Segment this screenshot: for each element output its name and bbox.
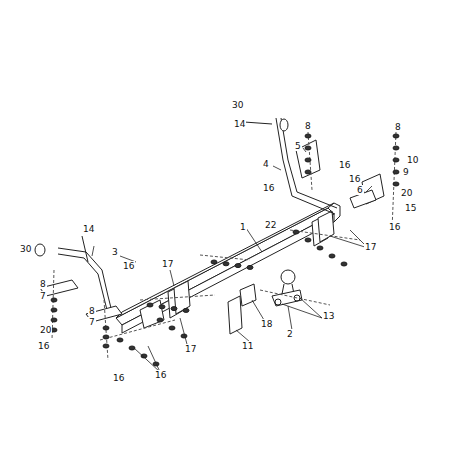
- callout-number: 8: [39, 279, 47, 289]
- bolt-nut: [393, 158, 399, 162]
- callout-number: 17: [364, 242, 377, 252]
- callout-number: 16: [388, 222, 401, 232]
- callout-number: 3: [111, 247, 119, 257]
- callout-number: 18: [260, 319, 273, 329]
- bolt-nut: [51, 298, 57, 302]
- callout-number: 16: [112, 373, 125, 383]
- bolt-set: [51, 134, 399, 366]
- bolt-nut: [103, 326, 109, 330]
- callout-number: 30: [19, 244, 32, 254]
- bolt-nut: [103, 335, 109, 339]
- callout-number: 8: [88, 306, 96, 316]
- bolt-nut: [293, 230, 299, 234]
- callout-number: 30: [231, 100, 244, 110]
- bolt-nut: [147, 303, 153, 307]
- bolt-nut: [171, 307, 177, 311]
- left-arm: [40, 248, 164, 328]
- bolt-nut: [211, 260, 217, 264]
- callout-number: 16: [37, 341, 50, 351]
- bolt-nut: [393, 182, 399, 186]
- bolt-nut: [305, 170, 311, 174]
- callout-number: 8: [304, 121, 312, 131]
- callout-number: 5: [294, 141, 302, 151]
- callout-number: 10: [406, 155, 419, 165]
- callout-number: 9: [402, 167, 410, 177]
- callout-number: 11: [241, 341, 254, 351]
- callout-number: 6: [356, 185, 364, 195]
- bolt-nut: [51, 318, 57, 322]
- bolt-nut: [159, 305, 165, 309]
- cross-beam: [116, 203, 340, 333]
- callout-number: 16: [122, 261, 135, 271]
- callout-number: 20: [400, 188, 413, 198]
- callout-number: 8: [394, 122, 402, 132]
- callout-number: 16: [262, 183, 275, 193]
- bolt-nut: [329, 254, 335, 258]
- callout-number: 1: [239, 222, 247, 232]
- callout-number: 16: [348, 174, 361, 184]
- callout-number: 16: [338, 160, 351, 170]
- bolt-nut: [117, 338, 123, 342]
- bolt-nut: [341, 262, 347, 266]
- callout-number: 2: [286, 329, 294, 339]
- bolt-nut: [305, 134, 311, 138]
- callout-number: 14: [233, 119, 246, 129]
- callout-number: 20: [39, 325, 52, 335]
- callout-number: 17: [184, 344, 197, 354]
- bolt-nut: [157, 318, 163, 322]
- bolt-nut: [181, 334, 187, 338]
- callout-number: 7: [88, 317, 96, 327]
- bolt-nut: [169, 326, 175, 330]
- bolt-nut: [393, 134, 399, 138]
- towball: [272, 270, 302, 306]
- bolt-nut: [235, 264, 241, 268]
- callout-number: 17: [161, 259, 174, 269]
- bolt-nut: [51, 308, 57, 312]
- callout-number: 16: [154, 370, 167, 380]
- bolt-nut: [305, 238, 311, 242]
- callout-number: 15: [404, 203, 417, 213]
- bolt-nut: [103, 344, 109, 348]
- callout-number: 14: [82, 224, 95, 234]
- bolt-nut: [247, 265, 253, 269]
- bolt-nut: [305, 158, 311, 162]
- callout-number: 7: [39, 291, 47, 301]
- callout-number: 22: [264, 220, 277, 230]
- bolt-nut: [223, 262, 229, 266]
- bolt-nut: [183, 308, 189, 312]
- right-arm: [276, 118, 384, 214]
- callout-number: 4: [262, 159, 270, 169]
- bolt-nut: [317, 246, 323, 250]
- bolt-nut: [305, 146, 311, 150]
- bolt-nut: [393, 146, 399, 150]
- bolt-nut: [393, 170, 399, 174]
- callout-number: 13: [322, 311, 335, 321]
